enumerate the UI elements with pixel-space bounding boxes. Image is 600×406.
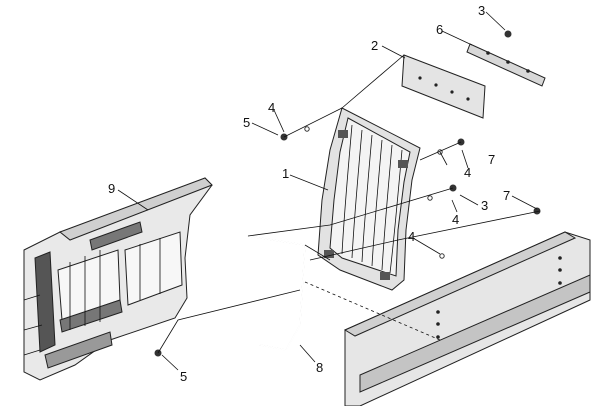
callout-4-upper-right: 4 <box>464 165 471 180</box>
callout-3-top: 3 <box>478 3 485 18</box>
part-frame-assembly <box>23 177 213 381</box>
callout-4-lower: 4 <box>408 229 415 244</box>
part-rod-bracket <box>247 235 306 351</box>
callout-1: 1 <box>282 166 289 181</box>
washer-icon <box>304 126 310 132</box>
assembly-lines <box>117 11 541 371</box>
callout-5-upper: 5 <box>243 115 250 130</box>
bolt-icon <box>504 30 512 38</box>
callout-7-lower: 7 <box>503 188 510 203</box>
callout-7-upper: 7 <box>488 152 495 167</box>
part-grille-panel <box>317 107 421 291</box>
callout-labels: 3 6 2 4 5 1 9 7 4 3 7 4 4 8 5 <box>108 3 510 384</box>
callout-9: 9 <box>108 181 115 196</box>
part-mounting-bar <box>466 43 546 87</box>
callout-6: 6 <box>436 22 443 37</box>
callout-3-middle: 3 <box>481 198 488 213</box>
callout-8: 8 <box>316 360 323 375</box>
washer-icon <box>427 195 433 201</box>
callout-5-lower: 5 <box>180 369 187 384</box>
fasteners <box>154 30 541 357</box>
callout-4-upper-left: 4 <box>268 100 275 115</box>
part-cover-plate <box>401 54 486 119</box>
bolt-icon <box>533 207 541 215</box>
callout-4-middle: 4 <box>452 212 459 227</box>
part-channel-beam <box>343 231 591 406</box>
callout-2: 2 <box>371 38 378 53</box>
washer-icon <box>439 253 445 259</box>
